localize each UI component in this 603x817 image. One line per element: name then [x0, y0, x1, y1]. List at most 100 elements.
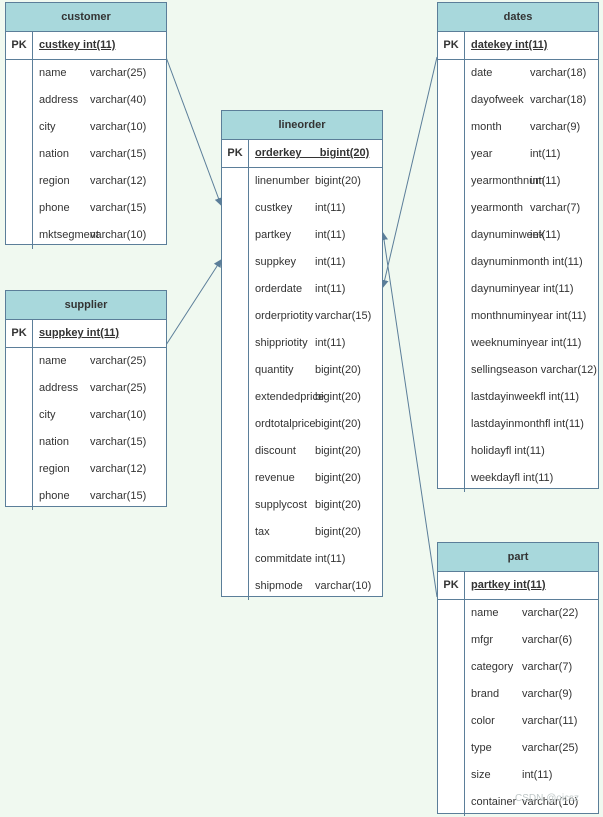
field-type: varchar(6): [522, 634, 573, 646]
field-row: sellingseason varchar(12): [438, 357, 598, 384]
field-type: varchar(7): [522, 661, 573, 673]
table-title: part: [438, 543, 598, 572]
field-row: custkey int(11): [222, 195, 382, 222]
field-name: date: [471, 67, 493, 79]
field-row: monthnuminyear int(11): [438, 303, 598, 330]
pk-field: partkey int(11): [471, 579, 546, 591]
field-row: category varchar(7): [438, 654, 598, 681]
field-name: monthnuminyear int(11): [471, 310, 587, 322]
field-type: varchar(15): [90, 436, 147, 448]
field-type: varchar(10): [90, 121, 147, 133]
field-type: int(11): [530, 148, 561, 160]
field-type: bigint(20): [315, 472, 361, 484]
field-row: yearmonth varchar(7): [438, 195, 598, 222]
field-name: region: [39, 463, 70, 475]
field-type: varchar(12): [90, 175, 147, 187]
lineorder-table[interactable]: lineorder PK orderkey bigint(20) linenum…: [221, 110, 383, 600]
field-name: tax: [255, 526, 270, 538]
field-name: size: [471, 769, 491, 781]
field-row: daynuminmonth int(11): [438, 249, 598, 276]
pk-row: PK partkey int(11): [438, 572, 598, 600]
pk-field: datekey int(11): [471, 39, 548, 51]
field-name: phone: [39, 202, 70, 214]
field-name: orderpriotity: [255, 310, 314, 322]
field-name: weeknuminyear int(11): [471, 337, 582, 349]
dates-table[interactable]: dates PK datekey int(11) date varchar(18)…: [437, 2, 599, 492]
pk-field: suppkey int(11): [39, 327, 120, 339]
field-name: extendedprice: [255, 391, 325, 403]
field-type: varchar(25): [90, 67, 147, 79]
field-name: supplycost: [255, 499, 307, 511]
field-row: weeknuminyear int(11): [438, 330, 598, 357]
field-name: nation: [39, 436, 69, 448]
field-type: int(11): [522, 769, 553, 781]
field-name: shippriotity: [255, 337, 308, 349]
field-name: quantity: [255, 364, 294, 376]
dates-lineorder-link: [380, 56, 438, 288]
field-name: discount: [255, 445, 296, 457]
field-row: supplycost bigint(20): [222, 492, 382, 519]
field-row: name varchar(25): [6, 348, 166, 375]
field-name: lastdayinmonthfl int(11): [471, 418, 584, 430]
field-row: holidayfl int(11): [438, 438, 598, 465]
supplier-table[interactable]: supplier PK suppkey int(11) name varchar(…: [5, 290, 167, 510]
field-type: int(11): [315, 553, 346, 565]
field-row: lastdayinweekfl int(11): [438, 384, 598, 411]
table-title: lineorder: [222, 111, 382, 140]
field-name: commitdate: [255, 553, 312, 565]
field-type: int(11): [315, 202, 346, 214]
pk-row: PK custkey int(11): [6, 32, 166, 60]
field-row: nation varchar(15): [6, 429, 166, 456]
field-type: varchar(7): [530, 202, 581, 214]
field-name: name: [39, 355, 67, 367]
pk-label: PK: [6, 320, 33, 347]
field-type: varchar(18): [530, 94, 587, 106]
field-name: region: [39, 175, 70, 187]
table-title: supplier: [6, 291, 166, 320]
field-row: weekdayfl int(11): [438, 465, 598, 492]
part-lineorder-link: [380, 232, 438, 598]
field-type: bigint(20): [315, 175, 361, 187]
field-type: bigint(20): [315, 418, 361, 430]
field-type: bigint(20): [315, 499, 361, 511]
field-name: address: [39, 382, 79, 394]
pk-label: PK: [222, 140, 249, 167]
field-row: size int(11): [438, 762, 598, 789]
field-type: varchar(15): [90, 202, 147, 214]
supplier-lineorder-link: [165, 259, 222, 346]
pk-field: custkey int(11): [39, 39, 116, 51]
field-type: varchar(25): [522, 742, 579, 754]
field-name: type: [471, 742, 492, 754]
field-name: custkey: [255, 202, 293, 214]
table-title: dates: [438, 3, 598, 32]
field-name: city: [39, 409, 56, 421]
field-name: year: [471, 148, 493, 160]
field-name: yearmonth: [471, 202, 523, 214]
field-name: category: [471, 661, 514, 673]
pk-row: PK datekey int(11): [438, 32, 598, 60]
field-type: varchar(22): [522, 607, 579, 619]
field-name: daynuminyear int(11): [471, 283, 574, 295]
field-type: varchar(11): [522, 715, 578, 727]
customer-lineorder-link: [165, 56, 223, 206]
pk-label: PK: [438, 32, 465, 59]
field-type: varchar(9): [522, 688, 573, 700]
field-type: varchar(25): [90, 355, 147, 367]
field-name: ordtotalprice: [255, 418, 316, 430]
pk-field: orderkey bigint(20): [255, 147, 370, 159]
